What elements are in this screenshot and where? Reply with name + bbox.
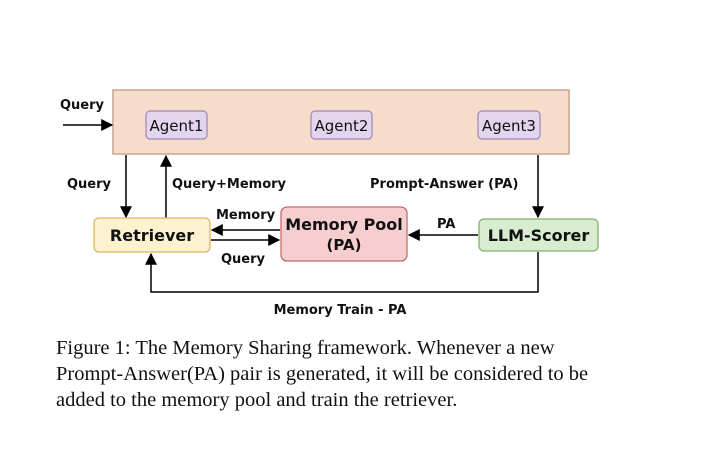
agent2-box bbox=[310, 110, 373, 140]
query-in-label: Query bbox=[60, 98, 105, 113]
retriever-box bbox=[93, 217, 211, 253]
pa-label: PA bbox=[437, 217, 455, 232]
agent2-label: Agent2 bbox=[315, 117, 369, 135]
retriever-label: Retriever bbox=[110, 226, 194, 245]
figure-caption: Figure 1: The Memory Sharing framework. … bbox=[56, 337, 589, 411]
memory-pool-label: Memory Pool bbox=[285, 215, 403, 234]
memory-label: Memory bbox=[216, 208, 276, 223]
agent1-box bbox=[145, 110, 208, 140]
llm-scorer-label: LLM-Scorer bbox=[488, 226, 590, 245]
query-down-label: Query bbox=[67, 177, 112, 192]
query-memory-label: Query+Memory bbox=[172, 177, 287, 192]
memory-train-arrow bbox=[145, 252, 539, 293]
agent3-box bbox=[477, 110, 541, 140]
memory-train-label: Memory Train - PA bbox=[274, 303, 407, 318]
agent3-label: Agent3 bbox=[482, 117, 536, 135]
prompt-answer-label: Prompt-Answer (PA) bbox=[370, 177, 518, 192]
framework-diagram: Agent1 Agent2 Agent3 Query Query Query+M… bbox=[60, 89, 599, 318]
memory-pool-sublabel: (PA) bbox=[327, 236, 362, 254]
agent1-label: Agent1 bbox=[150, 117, 204, 135]
query-to-pool-label: Query bbox=[221, 252, 266, 267]
llm-scorer-box bbox=[478, 218, 599, 252]
memory-pool-box bbox=[280, 206, 408, 262]
